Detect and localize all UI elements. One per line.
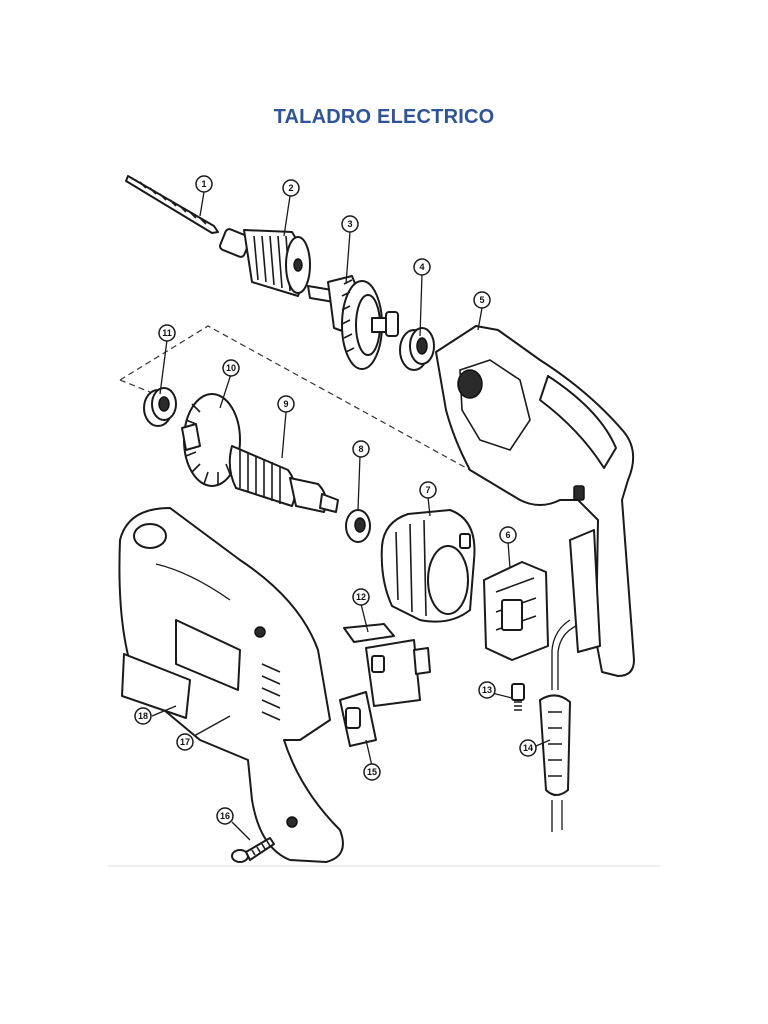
callout-8: 8 [352, 440, 370, 458]
part-fan [181, 393, 241, 487]
svg-text:12: 12 [356, 592, 366, 602]
part-drill-bit [125, 175, 219, 234]
part-chuck [219, 228, 311, 297]
part-armature [228, 445, 339, 513]
assembly-axis-line [119, 325, 471, 471]
svg-text:13: 13 [482, 685, 492, 695]
callout-9: 9 [277, 395, 295, 413]
svg-text:2: 2 [288, 183, 293, 193]
part-cord-clamp [339, 691, 377, 747]
callout-18: 18 [134, 707, 152, 725]
callout-11: 11 [158, 324, 176, 342]
svg-text:6: 6 [505, 530, 510, 540]
part-bearing-11 [143, 387, 177, 427]
page-title: TALADRO ELECTRICO [273, 106, 495, 128]
callout-12: 12 [352, 588, 370, 606]
svg-text:17: 17 [180, 737, 190, 747]
svg-text:18: 18 [138, 711, 148, 721]
callout-14: 14 [519, 739, 537, 757]
svg-text:3: 3 [347, 219, 352, 229]
svg-text:10: 10 [226, 363, 236, 373]
callout-6: 6 [499, 526, 517, 544]
part-spindle-gear [307, 275, 399, 370]
callout-4: 4 [413, 258, 431, 276]
callout-3: 3 [341, 215, 359, 233]
callout-15: 15 [363, 763, 381, 781]
callout-16: 16 [216, 807, 234, 825]
svg-text:7: 7 [425, 485, 430, 495]
leader-lines [151, 191, 551, 841]
svg-text:9: 9 [283, 399, 288, 409]
svg-text:8: 8 [358, 444, 363, 454]
part-screw-13 [511, 683, 525, 711]
assembly-axis-line-short [119, 379, 151, 393]
callout-5: 5 [473, 291, 491, 309]
part-housing-right [435, 325, 635, 677]
part-brush-holder [483, 561, 549, 661]
part-name-plate [121, 653, 191, 719]
svg-text:11: 11 [162, 328, 172, 338]
svg-text:15: 15 [367, 767, 377, 777]
svg-text:14: 14 [523, 743, 533, 753]
part-cord-guard [539, 619, 577, 832]
part-switch [343, 623, 431, 707]
callout-2: 2 [282, 179, 300, 197]
part-bearing-4 [399, 327, 435, 371]
svg-text:4: 4 [419, 262, 424, 272]
callout-7: 7 [419, 481, 437, 499]
part-bearing-8 [345, 509, 371, 543]
callout-1: 1 [195, 175, 213, 193]
callout-17: 17 [176, 733, 194, 751]
svg-text:1: 1 [201, 179, 206, 189]
svg-text:16: 16 [220, 811, 230, 821]
part-screw-16 [231, 837, 275, 863]
part-field-coil [380, 509, 476, 623]
svg-text:5: 5 [479, 295, 484, 305]
callout-13: 13 [478, 681, 496, 699]
callout-10: 10 [222, 359, 240, 377]
